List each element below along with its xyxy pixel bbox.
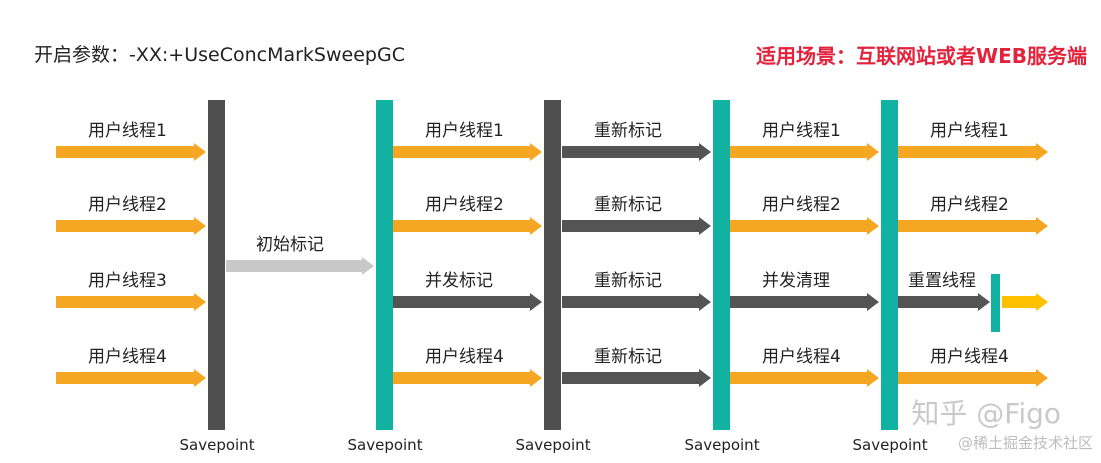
user-thread-arrow (730, 217, 879, 235)
remark-label: 重新标记 (594, 347, 662, 367)
savepoint-label: Savepoint (516, 436, 591, 454)
savepoint-bar (713, 100, 730, 430)
remark-arrow (562, 143, 711, 161)
user-thread-arrow (56, 217, 206, 235)
reset-thread-label: 重置线程 (908, 271, 976, 291)
concurrent-sweep-arrow (730, 293, 879, 311)
thread-label: 并发标记 (425, 271, 493, 291)
thread-label: 用户线程3 (88, 271, 167, 291)
user-thread-arrow (393, 143, 542, 161)
reset-bar (991, 274, 1000, 332)
thread-label: 用户线程1 (425, 121, 504, 141)
user-thread-arrow (56, 293, 206, 311)
savepoint-label: Savepoint (348, 436, 423, 454)
user-thread-arrow (898, 143, 1048, 161)
user-thread-arrow (56, 143, 206, 161)
user-thread-arrow (898, 217, 1048, 235)
initial-mark-arrow (226, 257, 374, 275)
thread-label: 用户线程1 (762, 121, 841, 141)
savepoint-bar (376, 100, 393, 430)
remark-arrow (562, 293, 711, 311)
savepoint-bar (208, 100, 225, 430)
thread-label: 并发清理 (762, 271, 830, 291)
remark-arrow (562, 369, 711, 387)
reset-thread-arrow (898, 293, 990, 311)
remark-label: 重新标记 (594, 121, 662, 141)
remark-label: 重新标记 (594, 271, 662, 291)
zhihu-watermark: 知乎 @Figo (911, 397, 1061, 430)
user-thread-arrow (898, 369, 1048, 387)
user-thread-arrow (393, 369, 542, 387)
thread-label: 用户线程1 (930, 121, 1009, 141)
thread-label: 用户线程4 (425, 347, 504, 367)
savepoint-label: Savepoint (853, 436, 928, 454)
remark-label: 重新标记 (594, 195, 662, 215)
user-thread-arrow (56, 369, 206, 387)
resume-arrow (1002, 293, 1048, 311)
thread-label: 用户线程2 (425, 195, 504, 215)
user-thread-arrow (393, 217, 542, 235)
concurrent-mark-arrow (393, 293, 542, 311)
scenario-text: 适用场景：互联网站或者WEB服务端 (756, 44, 1087, 68)
savepoint-bar (544, 100, 561, 430)
savepoint-bar (881, 100, 898, 430)
thread-label: 用户线程4 (88, 347, 167, 367)
user-thread-arrow (730, 369, 879, 387)
thread-label: 用户线程2 (930, 195, 1009, 215)
remark-arrow (562, 217, 711, 235)
thread-label: 用户线程4 (762, 347, 841, 367)
param-text: 开启参数：-XX:+UseConcMarkSweepGC (34, 44, 405, 66)
juejin-watermark: @稀土掘金技术社区 (957, 434, 1093, 452)
thread-label: 用户线程2 (762, 195, 841, 215)
savepoint-label: Savepoint (685, 436, 760, 454)
thread-label: 用户线程1 (88, 121, 167, 141)
user-thread-arrow (730, 143, 879, 161)
initial-mark-label: 初始标记 (256, 235, 324, 255)
thread-label: 用户线程2 (88, 195, 167, 215)
savepoint-label: Savepoint (180, 436, 255, 454)
thread-label: 用户线程4 (930, 347, 1009, 367)
